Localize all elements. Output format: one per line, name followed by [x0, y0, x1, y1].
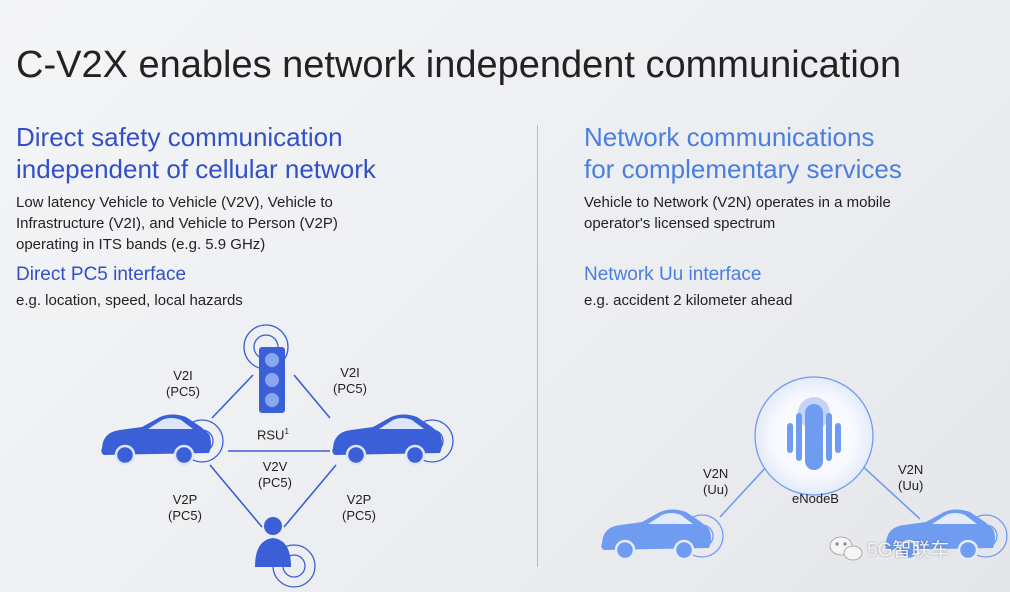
- left-connection-lines: [209, 374, 337, 528]
- v2n-left-label: V2N (Uu): [703, 466, 728, 498]
- page-title: C-V2X enables network independent commun…: [16, 44, 902, 86]
- left-heading-line2: independent of cellular network: [16, 154, 376, 184]
- v2v-label-line2: (PC5): [258, 475, 292, 490]
- right-heading-line2: for complementary services: [584, 154, 902, 184]
- v2i-left-label-line1: V2I: [173, 368, 193, 383]
- right-heading-line1: Network communications: [584, 122, 875, 152]
- right-desc-line2: operator's licensed spectrum: [584, 215, 776, 232]
- v2p-right-label-line1: V2P: [346, 492, 372, 507]
- left-description: Low latency Vehicle to Vehicle (V2V), Ve…: [16, 192, 338, 255]
- pc5-interface-heading: Direct PC5 interface: [16, 264, 187, 285]
- enodeb-icon: [754, 376, 874, 496]
- rsu-label-text: RSU: [257, 427, 285, 443]
- left-desc-line2: Infrastructure (V2I), and Vehicle to Per…: [16, 215, 338, 232]
- right-heading: Network communications for complementary…: [584, 121, 902, 185]
- left-desc-line1: Low latency Vehicle to Vehicle (V2V), Ve…: [16, 194, 333, 211]
- v2p-right-label-line2: (PC5): [342, 508, 376, 523]
- v2p-right-line: [283, 464, 337, 528]
- v2p-left-label-line2: (PC5): [168, 508, 202, 523]
- v2i-right-label-line2: (PC5): [333, 381, 367, 396]
- v2p-left-label-line1: V2P: [172, 492, 198, 507]
- v2v-label-line1: V2V: [262, 459, 288, 474]
- v2v-label: V2V (PC5): [258, 459, 292, 491]
- left-desc-line3: operating in ITS bands (e.g. 5.9 GHz): [16, 236, 266, 253]
- v2n-right-label: V2N (Uu): [898, 462, 923, 494]
- left-heading: Direct safety communication independent …: [16, 121, 376, 185]
- v2n-right-line: [857, 461, 921, 520]
- rsu-label: RSU1: [257, 424, 289, 443]
- v2i-right-line: [293, 374, 331, 419]
- v2i-right-label: V2I (PC5): [333, 365, 367, 397]
- v2n-right-label-line1: V2N: [898, 462, 924, 477]
- v2i-left-label: V2I (PC5): [166, 368, 200, 400]
- right-desc-line1: Vehicle to Network (V2N) operates in a m…: [584, 194, 891, 211]
- left-heading-line1: Direct safety communication: [16, 122, 343, 152]
- network-car-right-icon: [885, 509, 1008, 561]
- pc5-example: e.g. location, speed, local hazards: [16, 292, 243, 309]
- v2n-right-label-line2: (Uu): [898, 478, 924, 493]
- v2n-left-label-line1: V2N: [703, 466, 729, 481]
- uu-example: e.g. accident 2 kilometer ahead: [584, 292, 793, 309]
- car-right-icon: [332, 414, 454, 466]
- enodeb-label: eNodeB: [792, 491, 839, 506]
- v2i-left-line: [211, 374, 254, 419]
- car-left-icon: [101, 414, 224, 466]
- watermark: 5G智联车: [867, 540, 950, 561]
- column-divider: [537, 125, 538, 567]
- v2p-left-label: V2P (PC5): [168, 492, 202, 524]
- rsu-footnote-mark: 1: [284, 427, 289, 436]
- network-car-left-icon: [601, 509, 724, 561]
- v2i-left-label-line2: (PC5): [166, 384, 200, 399]
- v2i-right-label-line1: V2I: [340, 365, 360, 380]
- v2n-left-label-line2: (Uu): [703, 482, 729, 497]
- v2p-left-line: [209, 464, 263, 528]
- wechat-logo-icon: [829, 536, 863, 561]
- v2p-right-label: V2P (PC5): [342, 492, 376, 524]
- right-description: Vehicle to Network (V2N) operates in a m…: [584, 192, 891, 234]
- uu-interface-heading: Network Uu interface: [584, 264, 762, 285]
- person-icon: [255, 517, 316, 588]
- rsu-icon: [243, 324, 289, 413]
